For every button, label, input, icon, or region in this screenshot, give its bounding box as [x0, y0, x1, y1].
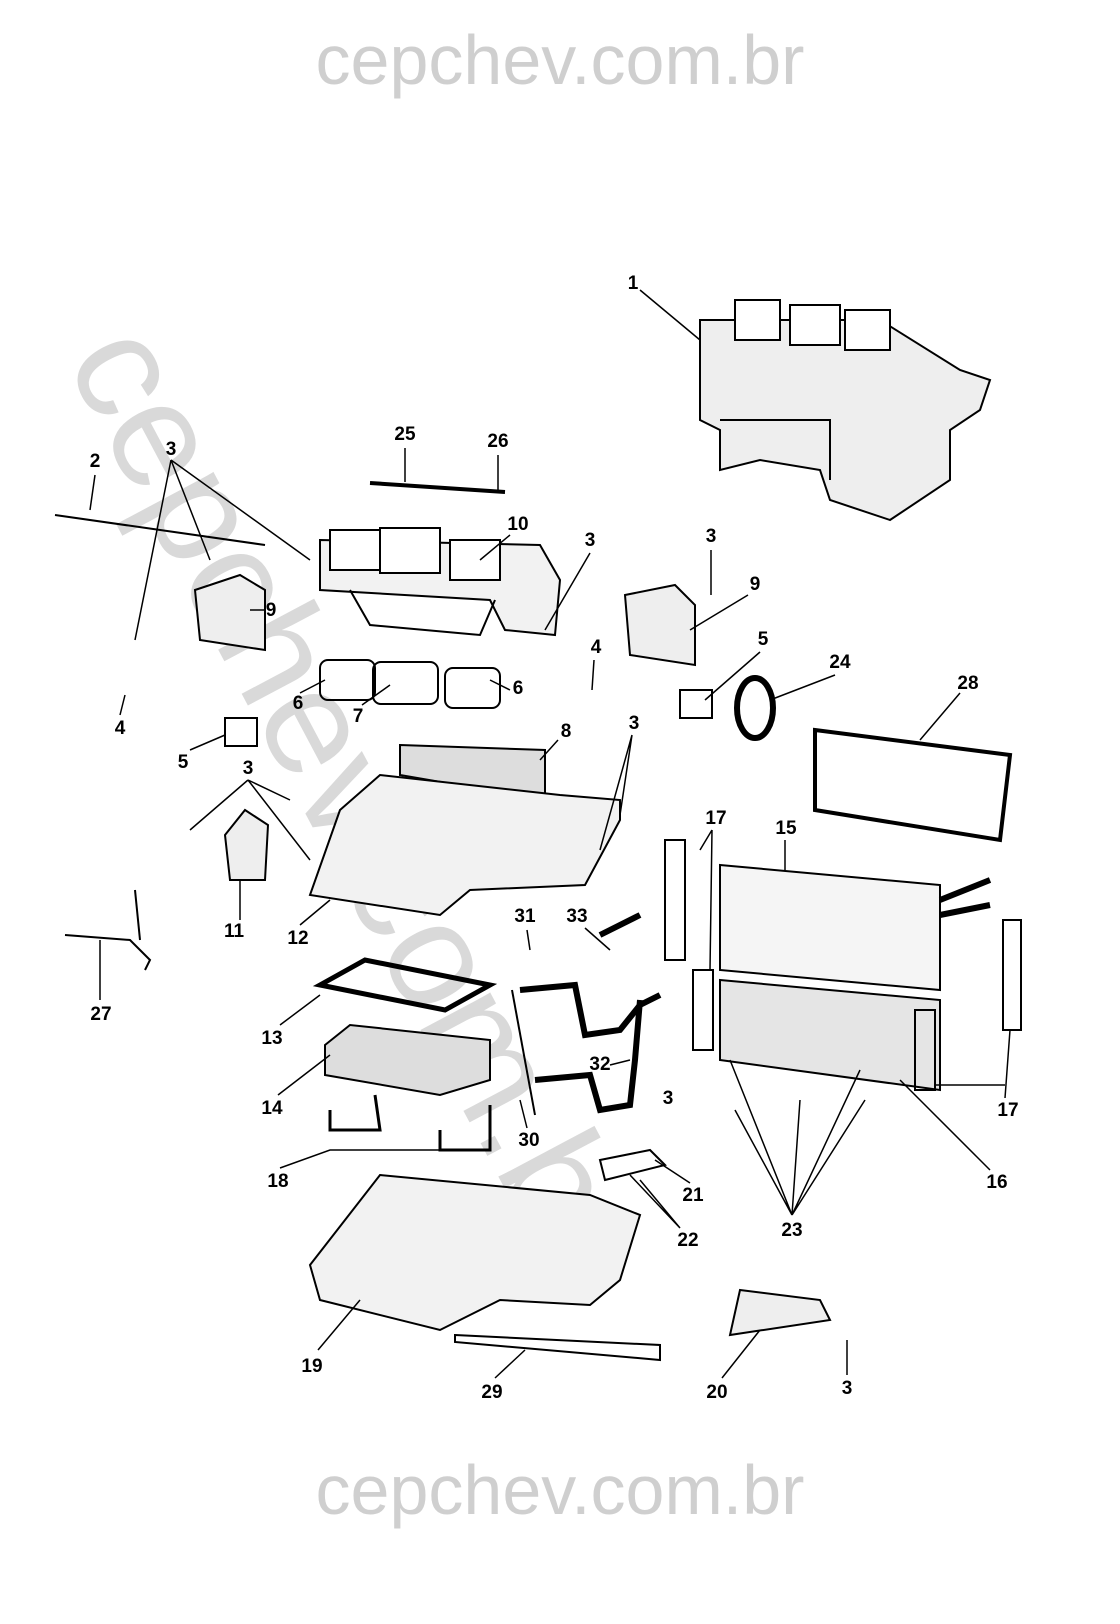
part-6-gasket-right [444, 667, 501, 709]
callout-10: 10 [507, 514, 529, 535]
part-14-heater-core [324, 1023, 491, 1097]
callout-32: 32 [589, 1054, 611, 1075]
part-16-evaporator [719, 978, 941, 1092]
part-32-hose [519, 981, 662, 1039]
part-21-22-clips [598, 1148, 667, 1182]
callout-5: 5 [177, 752, 189, 773]
callout-26: 26 [487, 431, 509, 452]
callout-14: 14 [261, 1098, 283, 1119]
callout-27: 27 [90, 1004, 112, 1025]
part-12-case [308, 773, 621, 917]
callout-5: 5 [757, 629, 769, 650]
part-17-bracket [914, 1009, 936, 1091]
leader-lines [89, 289, 1011, 1379]
part-17-bracket [664, 839, 686, 961]
callout-11: 11 [223, 921, 245, 942]
part-20-duct [728, 1288, 832, 1337]
callout-15: 15 [775, 818, 797, 839]
watermark-bottom: cepchev.com.br [315, 1451, 805, 1529]
part-7-gasket [372, 661, 439, 705]
callout-3: 3 [662, 1088, 674, 1109]
callout-3: 3 [242, 758, 254, 779]
callout-3: 3 [584, 530, 596, 551]
part-15-heater-core [719, 863, 941, 992]
part-19-lower-case [308, 1173, 642, 1332]
callout-12: 12 [287, 928, 309, 949]
callout-6: 6 [512, 678, 524, 699]
part-17-bracket [692, 969, 714, 1051]
part-6-gasket-left [319, 659, 376, 701]
callout-16: 16 [986, 1172, 1008, 1193]
callout-17: 17 [705, 808, 727, 829]
callout-18: 18 [267, 1171, 289, 1192]
callout-6: 6 [292, 693, 304, 714]
callout-20: 20 [706, 1382, 728, 1403]
part-13-seal [312, 957, 498, 1013]
callout-7: 7 [352, 706, 364, 727]
callout-22: 22 [677, 1230, 699, 1251]
callout-19: 19 [301, 1356, 323, 1377]
callout-28: 28 [957, 673, 979, 694]
callout-29: 29 [481, 1382, 503, 1403]
callout-2: 2 [89, 451, 101, 472]
callout-17: 17 [997, 1100, 1019, 1121]
part-24-seal [734, 675, 776, 741]
part-11-actuator [223, 808, 270, 881]
callout-25: 25 [394, 424, 416, 445]
part-28-filter [813, 727, 1013, 843]
callout-31: 31 [514, 906, 536, 927]
part-17-bracket [1002, 919, 1022, 1031]
part-30-clip [511, 989, 536, 1116]
watermark-top: cepchev.com.br [315, 21, 805, 99]
part-33-hose [534, 999, 643, 1114]
callout-4: 4 [114, 718, 126, 739]
part-9-left-actuator-housing [193, 573, 266, 652]
part-5-left [224, 717, 258, 747]
callout-9: 9 [265, 600, 277, 621]
part-27-harness [64, 889, 152, 971]
part-10-upper-duct [319, 527, 562, 637]
part-29-strip [454, 1333, 661, 1362]
part-2-rod [54, 514, 266, 546]
callout-21: 21 [682, 1185, 704, 1206]
part-1-hvac-assembly [699, 299, 992, 522]
callout-1: 1 [627, 273, 639, 294]
callout-30: 30 [518, 1130, 540, 1151]
callout-3: 3 [628, 713, 640, 734]
callout-4: 4 [590, 637, 602, 658]
callout-3: 3 [165, 439, 177, 460]
part-9-right-actuator-housing [623, 583, 696, 667]
part-18-brackets [328, 1094, 492, 1152]
callout-9: 9 [749, 574, 761, 595]
callout-13: 13 [261, 1028, 283, 1049]
callout-24: 24 [829, 652, 851, 673]
callout-8: 8 [560, 721, 572, 742]
callout-3: 3 [841, 1378, 853, 1399]
part-5-right [679, 689, 713, 719]
callout-23: 23 [781, 1220, 803, 1241]
callout-3: 3 [705, 526, 717, 547]
part-25-strip [369, 481, 506, 494]
callout-33: 33 [566, 906, 588, 927]
